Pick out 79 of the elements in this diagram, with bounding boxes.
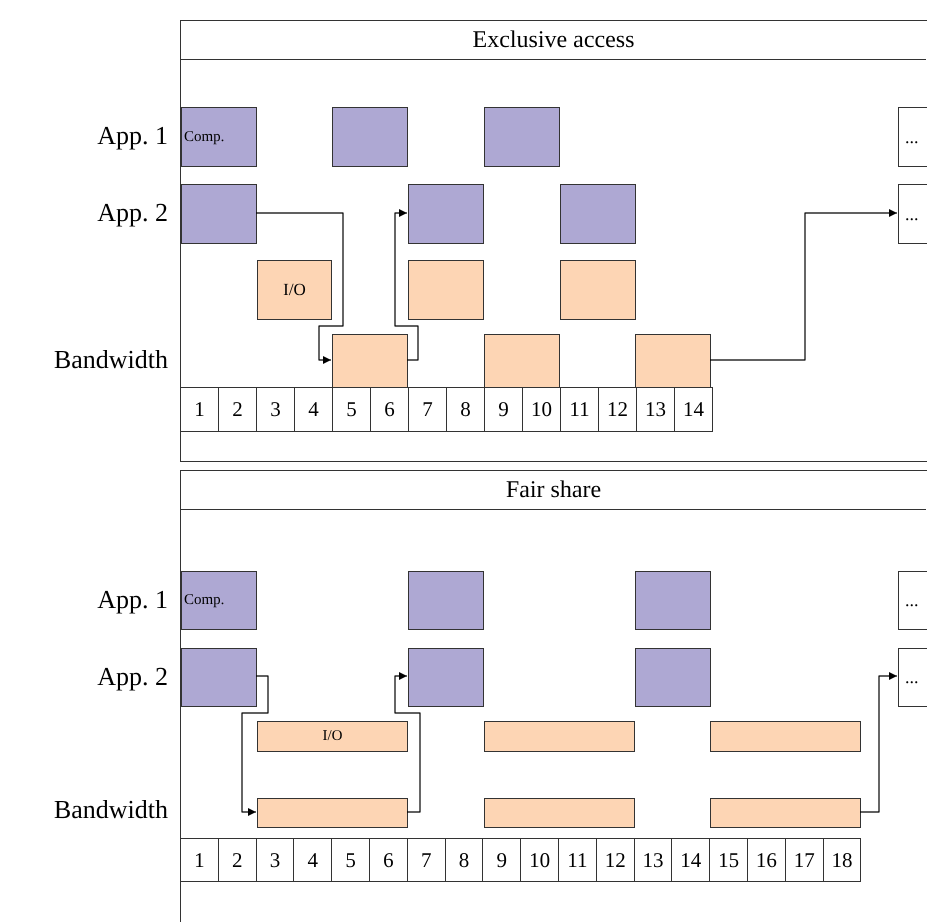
compute-block bbox=[635, 571, 711, 630]
timeline-cell: 14 bbox=[674, 387, 713, 432]
timeline-cell: 5 bbox=[331, 838, 370, 882]
timeline-cell: 8 bbox=[446, 387, 485, 432]
io-block bbox=[710, 721, 861, 752]
io-block bbox=[560, 260, 636, 320]
bandwidth-block bbox=[484, 798, 635, 828]
block-label: ... bbox=[905, 202, 918, 226]
compute-block bbox=[181, 107, 257, 167]
panel bbox=[180, 20, 927, 462]
compute-block bbox=[181, 184, 257, 244]
compute-block bbox=[484, 107, 560, 167]
compute-block bbox=[332, 107, 408, 167]
compute-block bbox=[408, 184, 484, 244]
row-label: App. 1 bbox=[96, 120, 168, 152]
block-label: ... bbox=[905, 666, 918, 689]
bandwidth-block bbox=[484, 334, 560, 388]
compute-block bbox=[635, 648, 711, 707]
io-block bbox=[257, 260, 332, 320]
block-label: ... bbox=[905, 589, 918, 612]
block-label: Comp. bbox=[184, 591, 224, 610]
timeline-cell: 10 bbox=[520, 838, 559, 882]
continuation-block bbox=[898, 107, 927, 167]
timeline-cell: 14 bbox=[671, 838, 710, 882]
compute-block bbox=[181, 648, 257, 707]
row-label: Bandwidth bbox=[52, 344, 168, 376]
continuation-block bbox=[898, 648, 927, 707]
arrow bbox=[710, 209, 897, 361]
panel bbox=[180, 470, 927, 922]
bandwidth-block bbox=[332, 334, 408, 388]
timeline-cell: 16 bbox=[747, 838, 786, 882]
panel-title: Fair share bbox=[181, 471, 926, 510]
timeline-cell: 4 bbox=[293, 838, 332, 882]
arrow bbox=[256, 212, 344, 364]
timeline-cell: 11 bbox=[558, 838, 597, 882]
timeline-cell: 1 bbox=[180, 387, 219, 432]
timeline-cell: 6 bbox=[369, 838, 408, 882]
arrow bbox=[394, 209, 419, 361]
io-block bbox=[408, 260, 484, 320]
bandwidth-block bbox=[635, 334, 711, 388]
timeline-cell: 17 bbox=[784, 838, 824, 882]
arrow bbox=[241, 675, 269, 816]
timeline-cell: 13 bbox=[634, 838, 672, 882]
timeline-cell: 12 bbox=[598, 387, 637, 432]
compute-block bbox=[408, 571, 484, 630]
timeline-cell: 18 bbox=[822, 838, 862, 882]
timeline-cell: 15 bbox=[709, 838, 748, 882]
timeline-cell: 2 bbox=[218, 387, 257, 432]
timeline-cell: 3 bbox=[256, 838, 294, 882]
arrow bbox=[394, 672, 421, 813]
compute-block bbox=[181, 571, 257, 630]
timeline-cell: 3 bbox=[256, 387, 295, 432]
timeline-cell: 8 bbox=[444, 838, 484, 882]
block-label: I/O bbox=[283, 279, 306, 302]
panel-title: Exclusive access bbox=[181, 21, 926, 60]
block-label: Comp. bbox=[184, 128, 224, 147]
continuation-block bbox=[898, 184, 927, 244]
block-label: ... bbox=[905, 126, 918, 148]
timeline-cell: 7 bbox=[406, 838, 446, 882]
timeline-cell: 7 bbox=[408, 387, 447, 432]
timeline-cell: 1 bbox=[180, 838, 219, 882]
row-label: App. 2 bbox=[96, 661, 168, 693]
bandwidth-block bbox=[257, 798, 408, 828]
row-label: App. 1 bbox=[96, 584, 168, 616]
timeline-cell: 2 bbox=[218, 838, 257, 882]
io-block bbox=[257, 721, 408, 752]
timeline-cell: 4 bbox=[294, 387, 333, 432]
block-label: I/O bbox=[322, 727, 342, 746]
timeline-cell: 12 bbox=[596, 838, 635, 882]
arrow bbox=[860, 672, 897, 813]
continuation-block bbox=[898, 571, 927, 630]
bandwidth-block bbox=[710, 798, 861, 828]
timeline-cell: 9 bbox=[482, 838, 522, 882]
compute-block bbox=[560, 184, 636, 244]
row-label: App. 2 bbox=[96, 197, 168, 229]
io-block bbox=[484, 721, 635, 752]
compute-block bbox=[408, 648, 484, 707]
timeline-cell: 11 bbox=[560, 387, 599, 432]
row-label: Bandwidth bbox=[52, 794, 168, 826]
